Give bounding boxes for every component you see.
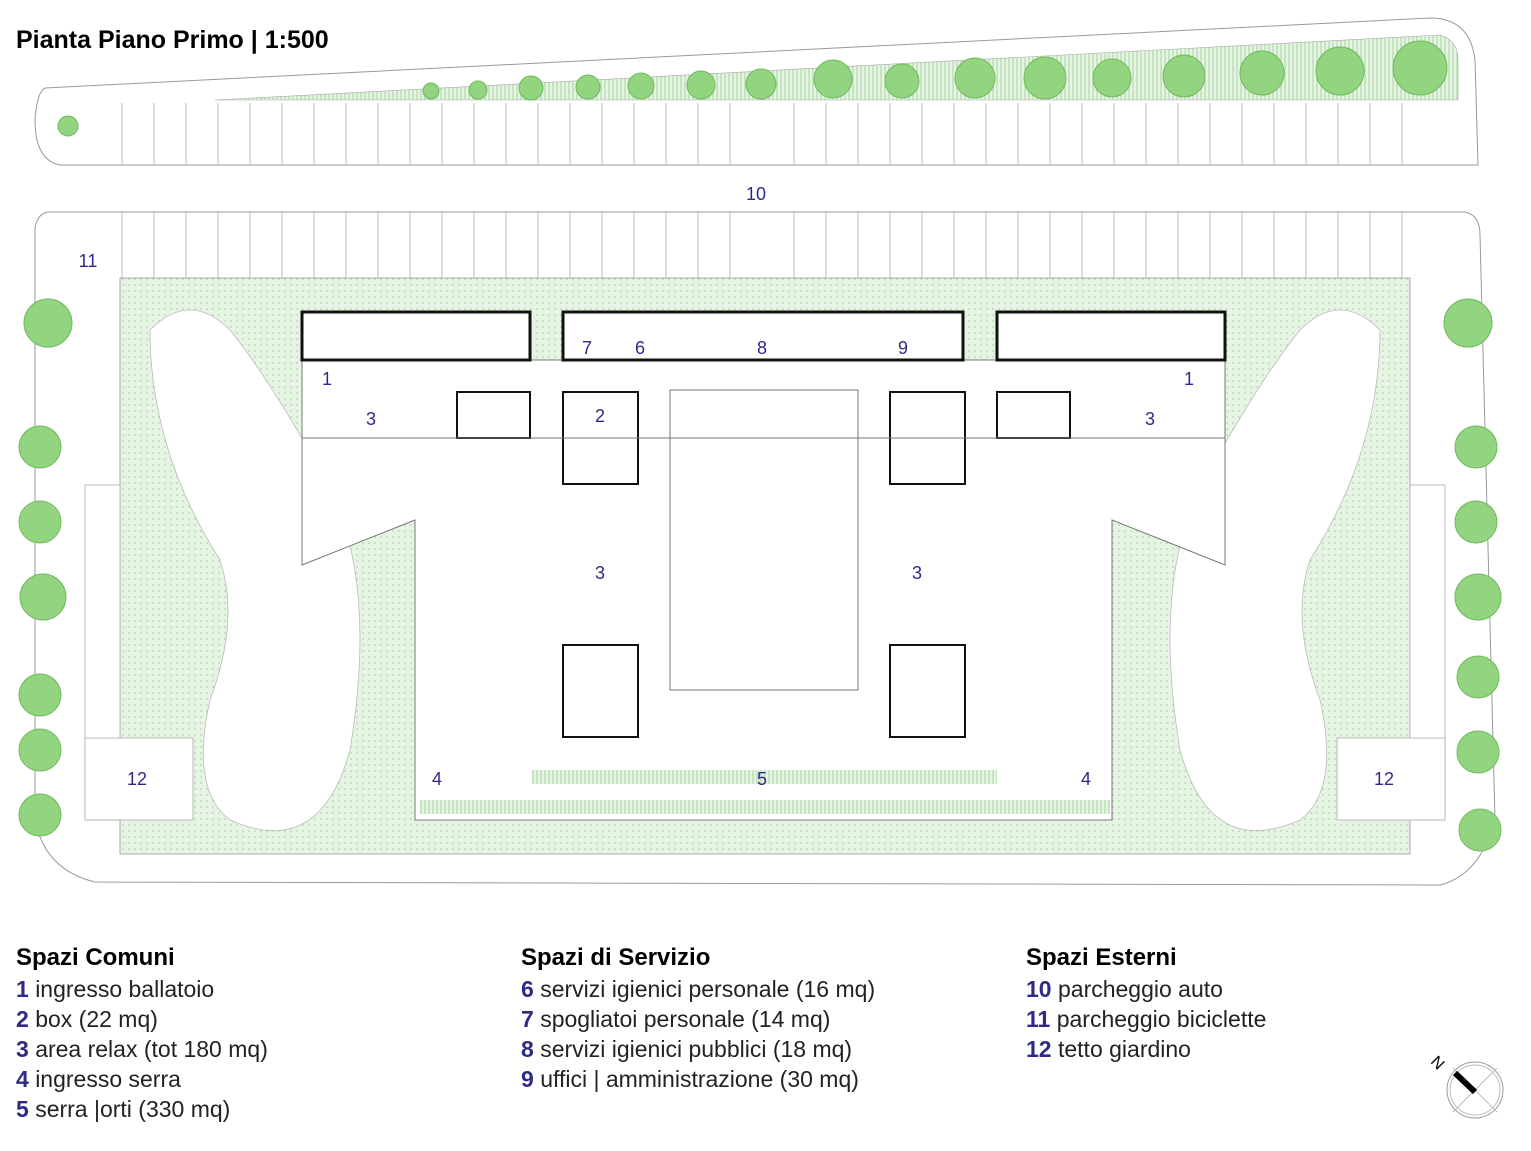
garden-path-left — [149, 309, 361, 832]
plan-label: 10 — [746, 184, 766, 204]
legend-item: 7 spogliatoi personale (14 mq) — [521, 1006, 831, 1032]
tree-icon — [1458, 808, 1502, 852]
tree-icon — [745, 68, 777, 100]
tree-icon — [627, 72, 655, 100]
legend-item: 5 serra |orti (330 mq) — [16, 1096, 231, 1122]
tree-icon — [1315, 46, 1365, 96]
tree-icon — [18, 500, 62, 544]
tree-icon — [1454, 573, 1502, 621]
tree-icon — [1392, 40, 1448, 96]
tree-icon — [422, 82, 440, 100]
tree-icon — [18, 425, 62, 469]
tree-icon — [954, 57, 996, 99]
legend-item: 9 uffici | amministrazione (30 mq) — [521, 1066, 859, 1092]
tree-icon — [23, 298, 73, 348]
plan-label: 3 — [912, 563, 922, 583]
tree-icon — [575, 74, 601, 100]
legend-item: 8 servizi igienici pubblici (18 mq) — [521, 1036, 853, 1062]
tree-icon — [1162, 54, 1206, 98]
plan-label: 3 — [595, 563, 605, 583]
tree-icon — [18, 793, 62, 837]
plan-label: 5 — [757, 769, 767, 789]
svg-text:N: N — [1427, 1053, 1447, 1073]
tree-icon — [19, 573, 67, 621]
tree-icon — [1454, 425, 1498, 469]
plan-label: 12 — [1374, 769, 1394, 789]
legend-spazi-esterni: Spazi Esterni 10 parcheggio auto 11 parc… — [1026, 942, 1266, 1064]
garden-path-right — [1169, 309, 1381, 832]
plan-label: 3 — [366, 409, 376, 429]
legend-item: 4 ingresso serra — [16, 1066, 181, 1092]
legend-spazi-comuni: Spazi Comuni 1 ingresso ballatoio 2 box … — [16, 942, 268, 1124]
tree-icon — [468, 80, 488, 100]
building — [300, 310, 1227, 821]
tree-icon — [18, 728, 62, 772]
plan-label: 11 — [79, 251, 98, 271]
floor-plan: 10 11 1 1 3 2 3 7 6 8 9 3 3 12 4 5 4 12 — [18, 17, 1502, 886]
tree-icon — [686, 70, 716, 100]
tree-icon — [1092, 58, 1132, 98]
plan-label: 4 — [1081, 769, 1091, 789]
legend-item: 1 ingresso ballatoio — [16, 976, 215, 1002]
legend-spazi-servizio: Spazi di Servizio 6 servizi igienici per… — [521, 942, 875, 1094]
tree-icon — [1443, 298, 1493, 348]
plan-label: 8 — [757, 338, 767, 358]
plan-label: 9 — [898, 338, 908, 358]
terrace-right — [1336, 737, 1446, 821]
plan-label: 1 — [1184, 369, 1194, 389]
legend-item: 11 parcheggio biciclette — [1026, 1006, 1267, 1032]
tree-icon — [1456, 730, 1500, 774]
plan-label: 7 — [582, 338, 592, 358]
north-arrow-icon: N — [1427, 1053, 1504, 1119]
tree-icon — [57, 115, 79, 137]
tree-icon — [1023, 56, 1067, 100]
tree-icon — [518, 75, 544, 101]
tree-icon — [813, 59, 853, 99]
legend-item: 10 parcheggio auto — [1026, 976, 1223, 1002]
legend-heading: Spazi Comuni — [16, 944, 175, 971]
legend-item: 12 tetto giardino — [1026, 1036, 1191, 1062]
plan-label: 2 — [595, 406, 605, 426]
terrace-left — [84, 737, 194, 821]
greenhouse-orti — [532, 770, 997, 784]
tree-icon — [884, 63, 920, 99]
tree-icon — [18, 673, 62, 717]
plan-label: 4 — [432, 769, 442, 789]
tree-icon — [1454, 500, 1498, 544]
legend-item: 6 servizi igienici personale (16 mq) — [521, 976, 876, 1002]
legend-item: 2 box (22 mq) — [16, 1006, 158, 1032]
legend-heading: Spazi Esterni — [1026, 944, 1177, 971]
plan-label: 1 — [322, 369, 332, 389]
plan-label: 6 — [635, 338, 645, 358]
tree-icon — [1239, 50, 1285, 96]
plan-label: 3 — [1145, 409, 1155, 429]
plan-label: 12 — [127, 769, 147, 789]
tree-icon — [1456, 655, 1500, 699]
legend-heading: Spazi di Servizio — [521, 944, 711, 971]
legend-item: 3 area relax (tot 180 mq) — [16, 1036, 268, 1062]
page-title: Pianta Piano Primo | 1:500 — [16, 26, 329, 54]
